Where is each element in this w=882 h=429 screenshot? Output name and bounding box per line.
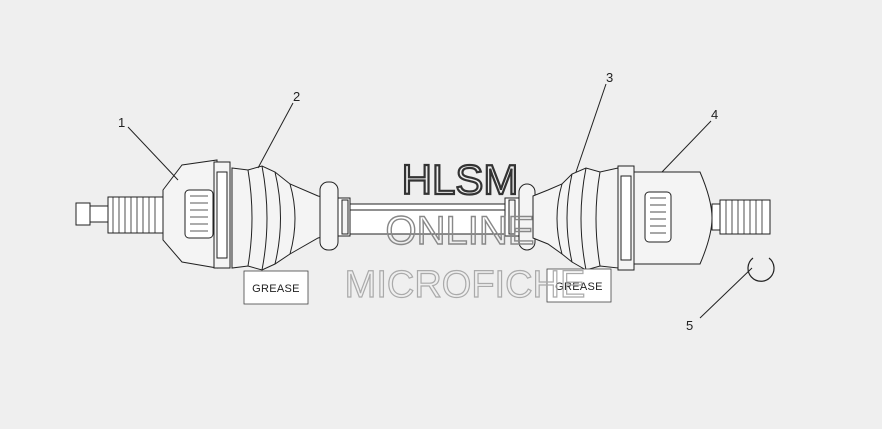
grease-text-left: GREASE bbox=[252, 283, 300, 295]
callout-2: 2 bbox=[293, 89, 300, 104]
watermark-line-2: ONLINE bbox=[386, 209, 535, 253]
inner-cv-housing bbox=[617, 165, 771, 271]
callout-1: 1 bbox=[118, 115, 125, 130]
circlip bbox=[747, 257, 775, 282]
grease-label-left: GREASE bbox=[243, 270, 309, 305]
inner-boot bbox=[504, 167, 619, 271]
outer-cv-joint bbox=[75, 159, 231, 269]
watermark: HLSM ONLINE MICROFICHE bbox=[344, 155, 586, 307]
watermark-line-3: MICROFICHE bbox=[345, 264, 586, 306]
grease-label-right: GREASE bbox=[546, 268, 612, 303]
callout-3: 3 bbox=[606, 70, 613, 85]
leader-lines bbox=[127, 83, 753, 319]
callout-4: 4 bbox=[711, 107, 718, 122]
callout-5: 5 bbox=[686, 318, 693, 333]
watermark-line-1: HLSM bbox=[402, 156, 519, 203]
axle-shaft bbox=[339, 203, 526, 235]
grease-text-right: GREASE bbox=[555, 281, 603, 293]
outer-boot bbox=[231, 165, 351, 271]
